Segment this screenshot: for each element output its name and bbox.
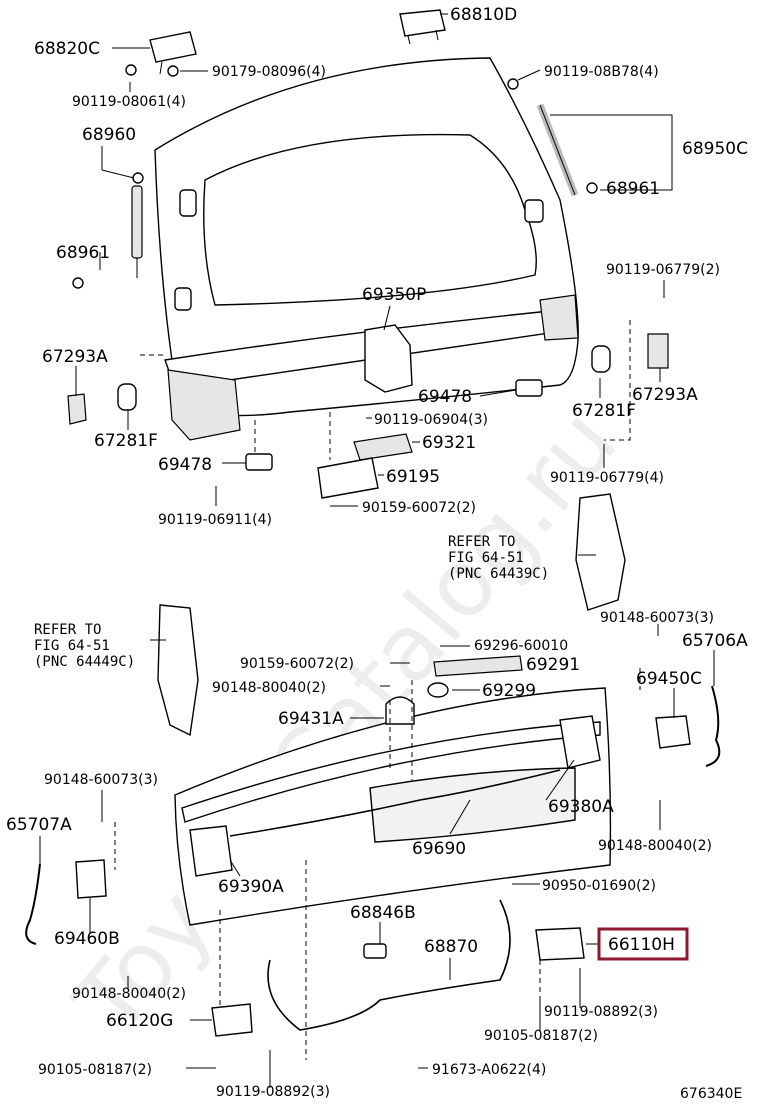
lock-69380A bbox=[559, 715, 601, 769]
label-69390A: 69390A bbox=[218, 877, 284, 897]
label-68846B: 68846B bbox=[350, 903, 416, 923]
label-67281F-right: 67281F bbox=[572, 401, 636, 421]
clamp-68846B bbox=[363, 943, 387, 959]
label-69380A: 69380A bbox=[548, 797, 614, 817]
label-90148-60073-right: 90148-60073(3) bbox=[600, 610, 714, 626]
refer-right-line3: (PNC 64439C) bbox=[448, 566, 549, 582]
lock-69390A bbox=[189, 825, 233, 877]
label-90119-08061: 90119-08061(4) bbox=[72, 94, 186, 110]
wire-68870 bbox=[267, 899, 511, 1031]
label-90105-08187-left: 90105-08187(2) bbox=[38, 1062, 152, 1078]
label-69478-center: 69478 bbox=[418, 387, 472, 407]
label-69460B: 69460B bbox=[54, 929, 120, 949]
refer-left-line1: REFER TO bbox=[34, 622, 101, 638]
label-90148-80040-b: 90148-80040(2) bbox=[598, 838, 712, 854]
upper-glass-hatch bbox=[154, 57, 579, 441]
refer-right-line2: FIG 64-51 bbox=[448, 550, 524, 566]
label-68820C: 68820C bbox=[34, 39, 100, 59]
label-68950C: 68950C bbox=[682, 139, 748, 159]
hinge-68810D bbox=[399, 9, 446, 45]
label-68960: 68960 bbox=[82, 125, 136, 145]
label-65706A: 65706A bbox=[682, 631, 748, 651]
label-90119-06779-b: 90119-06779(4) bbox=[550, 470, 664, 486]
stopper-67281F-right bbox=[591, 345, 611, 373]
left-gas-strut bbox=[72, 172, 144, 289]
bumper-67293A-right bbox=[647, 333, 669, 369]
label-67281F-left: 67281F bbox=[94, 431, 158, 451]
right-gas-strut bbox=[507, 78, 598, 197]
label-69350P: 69350P bbox=[362, 285, 426, 305]
cushion-69478-center bbox=[515, 379, 543, 397]
label-69478-left: 69478 bbox=[158, 455, 212, 475]
label-90159-60072-b: 90159-60072(2) bbox=[240, 656, 354, 672]
label-90159-60072-a: 90159-60072(2) bbox=[362, 500, 476, 516]
label-68870: 68870 bbox=[424, 937, 478, 957]
hinge-68820C bbox=[125, 31, 197, 77]
striker-69460B bbox=[75, 859, 107, 899]
label-90119-08B78: 90119-08B78(4) bbox=[544, 64, 659, 80]
switch-65707A bbox=[25, 863, 41, 945]
highlight-66110H[interactable]: 66110H bbox=[597, 927, 689, 961]
bumper-69299 bbox=[427, 682, 449, 698]
label-90119-06911: 90119-06911(4) bbox=[158, 512, 272, 528]
motor-66110H bbox=[535, 927, 585, 961]
refer-left-line2: FIG 64-51 bbox=[34, 638, 110, 654]
refer-left-line3: (PNC 64449C) bbox=[34, 654, 135, 670]
refer-right-line1: REFER TO bbox=[448, 534, 515, 550]
label-90148-80040-a: 90148-80040(2) bbox=[212, 680, 326, 696]
label-90119-06904: 90119-06904(3) bbox=[374, 412, 488, 428]
label-69195: 69195 bbox=[386, 467, 440, 487]
label-69291: 69291 bbox=[526, 655, 580, 675]
label-90119-08892-left: 90119-08892(3) bbox=[216, 1084, 330, 1100]
label-69321: 69321 bbox=[422, 433, 476, 453]
label-69450C: 69450C bbox=[636, 669, 702, 689]
stopper-67281F-left bbox=[117, 383, 137, 411]
label-90179-08096: 90179-08096(4) bbox=[212, 64, 326, 80]
label-68961-left: 68961 bbox=[56, 243, 110, 263]
cable-69291 bbox=[433, 655, 523, 677]
label-69296-60010: 69296-60010 bbox=[474, 638, 568, 654]
striker-69450C bbox=[655, 715, 691, 749]
striker-69321 bbox=[353, 433, 413, 461]
label-69431A: 69431A bbox=[278, 709, 344, 729]
label-66120G: 66120G bbox=[106, 1011, 173, 1031]
label-67293A-left: 67293A bbox=[42, 347, 108, 367]
bumper-67293A-left bbox=[67, 393, 87, 425]
label-90950-01690: 90950-01690(2) bbox=[542, 878, 656, 894]
label-68961-right: 68961 bbox=[606, 179, 660, 199]
label-67293A-right: 67293A bbox=[632, 385, 698, 405]
label-65707A: 65707A bbox=[6, 815, 72, 835]
motor-66120G bbox=[211, 1003, 253, 1037]
label-69690: 69690 bbox=[412, 839, 466, 859]
side-trim-left bbox=[157, 604, 199, 737]
label-90119-08892-right: 90119-08892(3) bbox=[544, 1004, 658, 1020]
side-trim-right bbox=[575, 493, 626, 611]
label-90105-08187-right: 90105-08187(2) bbox=[484, 1028, 598, 1044]
rod-69690 bbox=[229, 769, 561, 837]
label-91673-A0622: 91673-A0622(4) bbox=[432, 1062, 546, 1078]
cushion-69478-left bbox=[245, 453, 273, 471]
label-90119-06779-a: 90119-06779(2) bbox=[606, 262, 720, 278]
switch-65706A bbox=[705, 685, 721, 767]
leader-lines bbox=[39, 13, 715, 1088]
label-68810D: 68810D bbox=[450, 5, 517, 25]
label-90148-60073-left: 90148-60073(3) bbox=[44, 772, 158, 788]
diagram-number: 676340E bbox=[680, 1086, 742, 1102]
label-69299: 69299 bbox=[482, 681, 536, 701]
label-90148-80040-c: 90148-80040(2) bbox=[72, 986, 186, 1002]
label-66110H[interactable]: 66110H bbox=[608, 935, 675, 955]
lock-69195 bbox=[317, 457, 379, 499]
